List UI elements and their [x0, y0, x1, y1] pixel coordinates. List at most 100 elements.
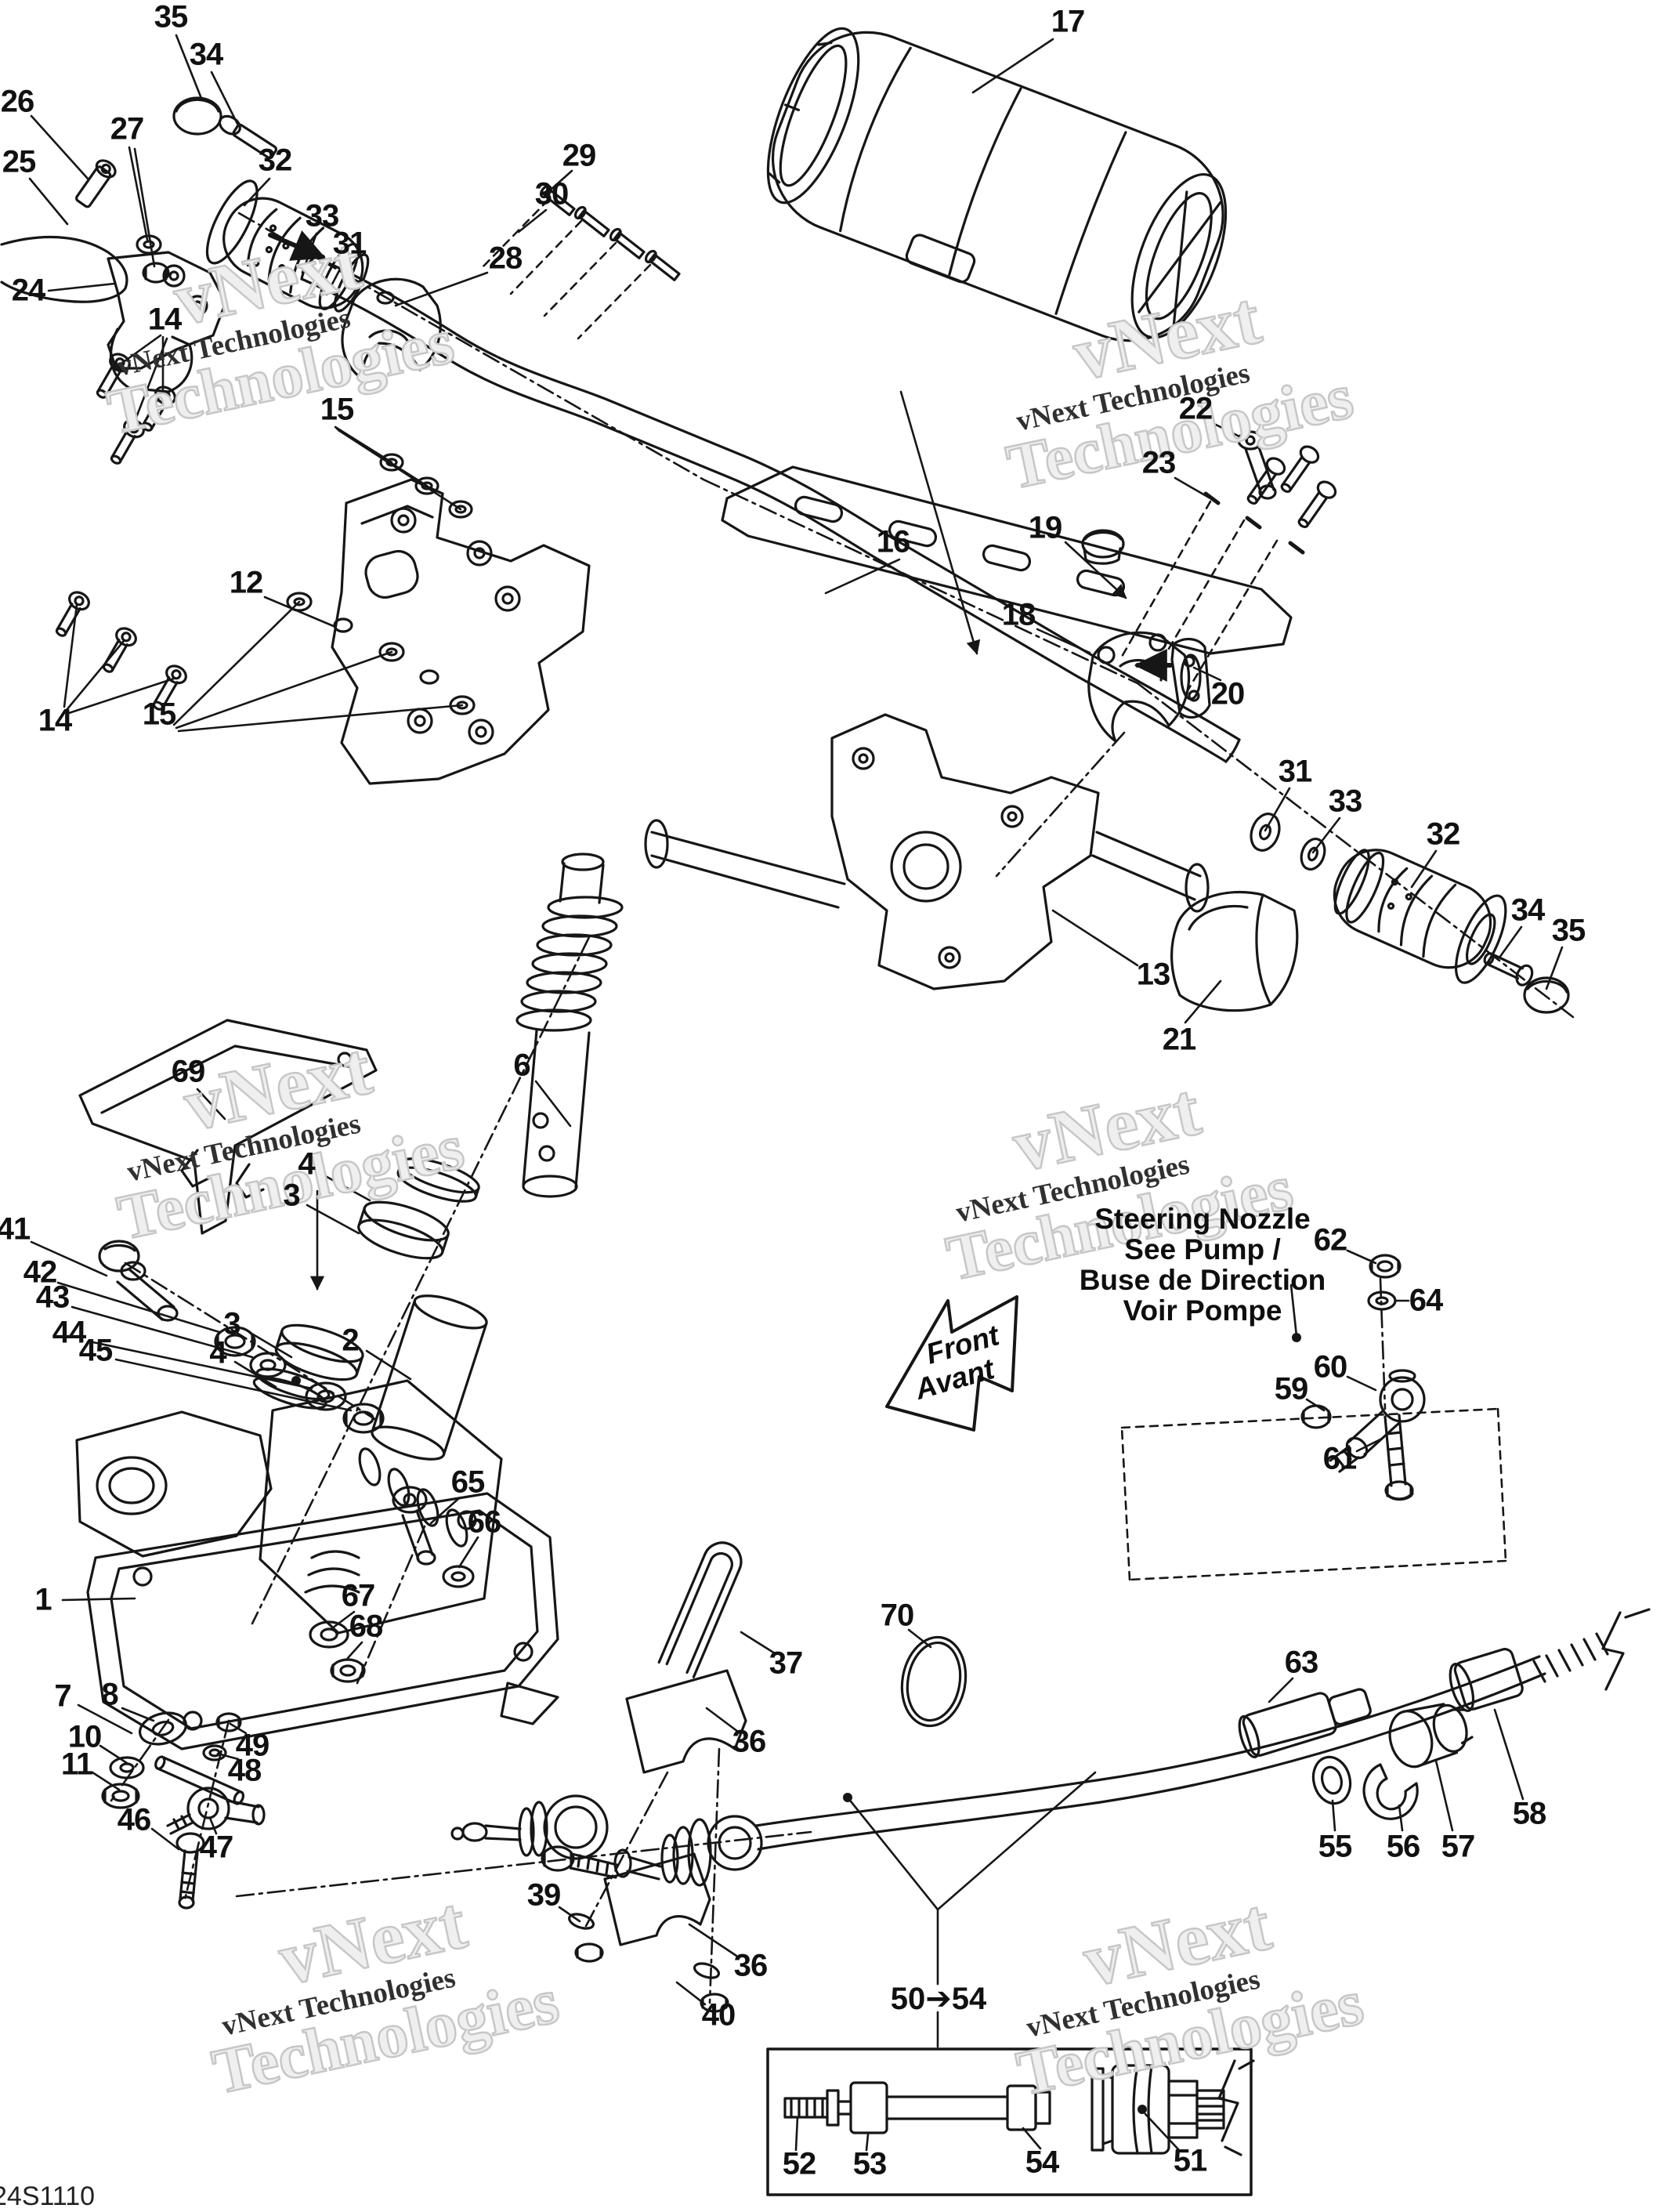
- alignment-line: [1379, 1277, 1387, 1410]
- callout-16: 16: [876, 524, 910, 559]
- callout-15: 15: [320, 392, 354, 427]
- leader-line: [1493, 1708, 1525, 1801]
- leader-line: [99, 1744, 128, 1765]
- rod-end-60: [1300, 1254, 1426, 1501]
- steering-nozzle-note-line: See Pump /: [1124, 1233, 1281, 1265]
- half-cover-21: [1170, 890, 1299, 1012]
- leader-line: [67, 677, 175, 715]
- grip-end-cap: [1523, 976, 1570, 1014]
- leader-line: [1398, 1804, 1404, 1832]
- washers-15-lower: [286, 592, 476, 715]
- alignment-line: [509, 219, 583, 295]
- callout-3: 3: [223, 1306, 241, 1341]
- swivel-joint: [450, 1794, 609, 1860]
- callout-48: 48: [227, 1753, 262, 1788]
- callout-68: 68: [349, 1609, 383, 1644]
- leader-line: [177, 704, 464, 733]
- callout-36: 36: [732, 1724, 766, 1759]
- callout-46: 46: [117, 1802, 151, 1837]
- leader-line: [1410, 849, 1438, 889]
- callout-64: 64: [1409, 1283, 1443, 1318]
- leader-line: [1331, 1799, 1336, 1832]
- bolts-23: [1203, 445, 1337, 555]
- leader-line: [429, 1497, 461, 1525]
- callout-61: 61: [1322, 1441, 1357, 1476]
- bolt-22: [1237, 430, 1277, 500]
- callout-14: 14: [147, 302, 182, 337]
- leader-line: [1036, 628, 1091, 654]
- front-arrow: Front Avant: [885, 1295, 1018, 1432]
- callout-34: 34: [189, 37, 223, 72]
- leader-line: [1346, 1375, 1377, 1392]
- alignment-line: [1136, 682, 1575, 1019]
- callout-33: 33: [1328, 784, 1362, 819]
- alignment-line: [235, 1830, 812, 1898]
- leader-line: [233, 1360, 277, 1388]
- alignment-line: [183, 1719, 230, 1901]
- leader-line: [548, 169, 573, 192]
- leader-line: [1268, 1677, 1294, 1703]
- leader-line: [210, 71, 239, 125]
- leader-line: [971, 38, 1054, 94]
- grip-right: [1250, 813, 1570, 1014]
- callout-19: 19: [1028, 510, 1062, 545]
- leader-line: [1184, 979, 1222, 1024]
- callout-58: 58: [1512, 1796, 1546, 1831]
- leader-lines: [28, 34, 1575, 2152]
- leader-line: [534, 1080, 572, 1128]
- callout-27: 27: [110, 111, 144, 147]
- leader-line: [121, 1707, 155, 1722]
- callout-21: 21: [1162, 1022, 1196, 1057]
- o-ring-70: [900, 1635, 968, 1728]
- column-tube-2: [371, 1294, 488, 1461]
- alignment-line: [1496, 1407, 1507, 1562]
- alignment-line: [478, 198, 550, 272]
- leader-line: [1192, 666, 1222, 682]
- clamp-36-lower: [603, 1852, 711, 1946]
- leader-line: [243, 177, 271, 207]
- alignment-line: [1120, 1407, 1499, 1429]
- callout-15: 15: [142, 697, 176, 732]
- callout-60: 60: [1313, 1349, 1347, 1385]
- leader-line: [1434, 1759, 1454, 1832]
- leader-line: [846, 1796, 939, 1911]
- callout-44: 44: [52, 1315, 86, 1350]
- leader-dot: [843, 1793, 852, 1802]
- leader-line: [263, 596, 337, 628]
- leader-line: [114, 1358, 353, 1412]
- bearing-3-lower: [274, 1323, 364, 1381]
- callout-47: 47: [199, 1830, 233, 1865]
- leader-dot: [1138, 2105, 1147, 2114]
- callout-35: 35: [1551, 913, 1586, 948]
- callout-40: 40: [701, 1997, 736, 2033]
- leader-line: [248, 1330, 293, 1359]
- callout-4: 4: [209, 1335, 226, 1370]
- leader-line: [65, 639, 125, 711]
- callout-42: 42: [23, 1254, 57, 1290]
- leader-line: [88, 1340, 313, 1390]
- bushing-57: [1388, 1703, 1474, 1769]
- callout-7: 7: [54, 1678, 71, 1714]
- leader-line: [346, 1641, 363, 1660]
- callout-49: 49: [235, 1728, 269, 1763]
- leader-line: [172, 600, 301, 726]
- leader-line: [63, 603, 78, 708]
- alignment-line: [1120, 1426, 1131, 1581]
- alignment-line: [708, 1747, 721, 2004]
- leader-line: [907, 1628, 932, 1649]
- bracket-12: [331, 478, 591, 785]
- callout-31: 31: [1278, 754, 1312, 789]
- bolts-14-upper: [96, 353, 176, 465]
- leader-line: [458, 1536, 479, 1569]
- alignment-line: [543, 241, 617, 317]
- leader-line: [128, 146, 149, 241]
- leader-line: [77, 1703, 133, 1735]
- leader-line: [1174, 476, 1212, 500]
- alignment-line: [1128, 1559, 1507, 1581]
- leader-line: [331, 1610, 356, 1630]
- callout-13: 13: [1136, 957, 1170, 992]
- leader-line: [1498, 925, 1523, 959]
- callout-70: 70: [880, 1598, 914, 1633]
- clamp-28: [341, 277, 442, 382]
